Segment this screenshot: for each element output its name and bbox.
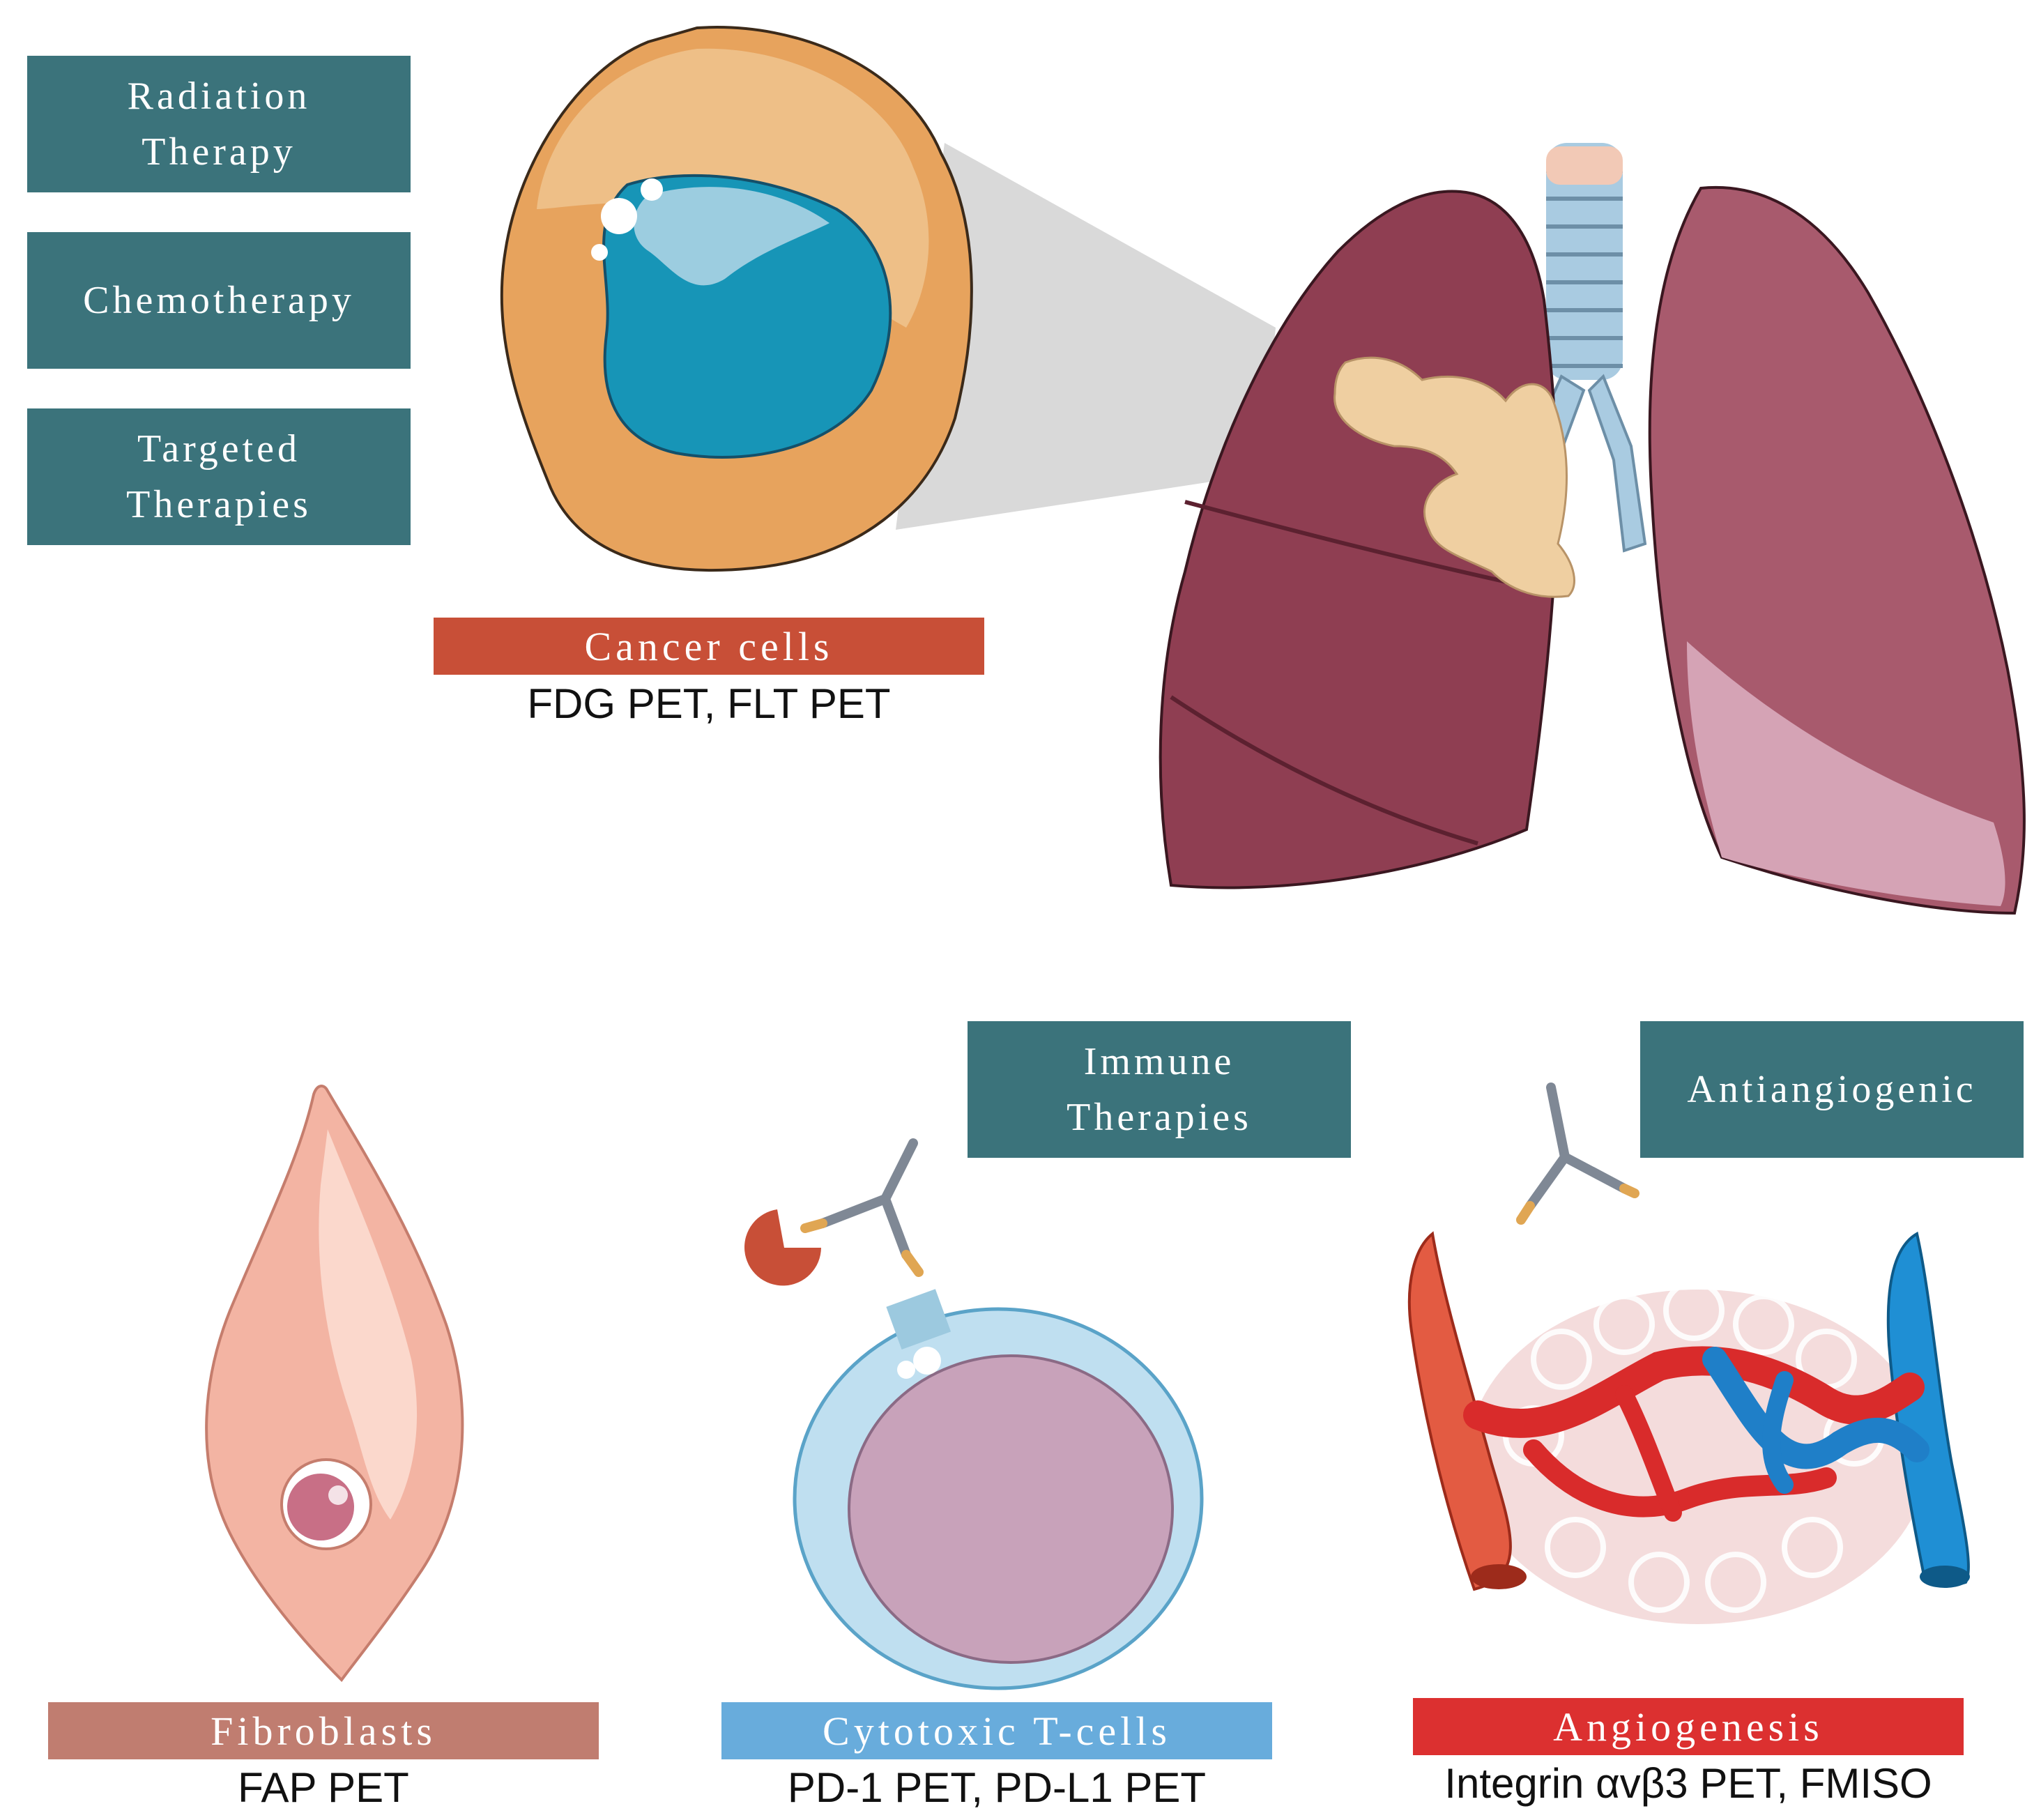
fibroblast-icon <box>205 1085 464 1683</box>
angiogenesis-tracers: Integrin αvβ3 PET, FMISO <box>1444 1760 1932 1807</box>
t-cells-tracers: PD-1 PET, PD-L1 PET <box>787 1764 1207 1811</box>
radiation-therapy-box: Radiation Therapy <box>27 56 411 192</box>
chemotherapy-box: Chemotherapy <box>27 232 411 369</box>
lungs-icon <box>1159 143 2026 915</box>
fibroblasts-label: Fibroblasts <box>48 1702 599 1759</box>
antibody-icon <box>800 1138 924 1277</box>
targeted-therapies-box: Targeted Therapies <box>27 408 411 545</box>
immune-therapies-box: Immune Therapies <box>968 1021 1351 1158</box>
t-cell-icon <box>744 1209 1204 1690</box>
zoom-wedge <box>896 143 1276 530</box>
antigen-icon <box>744 1209 821 1286</box>
cancer-cell-icon <box>500 26 973 572</box>
blood-vessels-icon <box>1407 1231 1970 1624</box>
antibody-icon-vessels <box>1516 1083 1639 1225</box>
angiogenesis-label: Angiogenesis <box>1413 1698 1964 1755</box>
cytotoxic-t-cells-label: Cytotoxic T-cells <box>721 1702 1272 1759</box>
antiangiogenic-box: Antiangiogenic <box>1640 1021 2024 1158</box>
fibroblasts-tracers: FAP PET <box>238 1764 409 1811</box>
cancer-cells-tracers: FDG PET, FLT PET <box>527 680 891 727</box>
cancer-cells-label: Cancer cells <box>434 618 984 675</box>
